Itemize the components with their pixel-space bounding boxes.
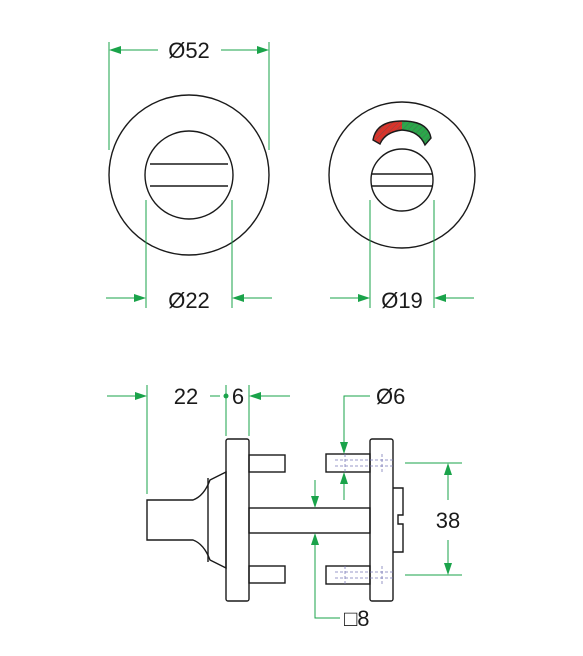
indicator-diameter-dimension: Ø19 (330, 200, 474, 313)
left-stud-top (248, 454, 286, 473)
depth-6-label: 6 (232, 384, 244, 409)
indicator-window (372, 120, 432, 147)
indicator-rosette-circle (328, 101, 476, 249)
square-spindle-dimension: □8 (311, 480, 370, 631)
screw-spacing-dimension: 38 (405, 462, 462, 576)
thumbturn-knob (146, 470, 227, 570)
depth-dimension: 22 6 (107, 384, 290, 494)
left-stud-bottom (248, 565, 286, 584)
screw-spacing-label: 38 (436, 508, 460, 533)
outer-diameter-dimension: Ø52 (108, 38, 270, 150)
screw-top (325, 453, 393, 473)
screw-diameter-label: Ø6 (376, 384, 405, 409)
indicator-tab (393, 487, 404, 553)
spindle-diameter-dimension: Ø22 (106, 200, 272, 313)
side-view (146, 438, 404, 602)
left-rosette-view (108, 94, 270, 256)
right-rosette-view (328, 101, 476, 249)
square-spindle (248, 507, 371, 534)
screw-bottom (325, 565, 393, 585)
square-spindle-label: □8 (344, 606, 370, 631)
spindle-diameter-label: Ø22 (168, 288, 210, 313)
depth-22-label: 22 (174, 384, 198, 409)
outer-diameter-label: Ø52 (168, 38, 210, 63)
right-rosette-plate (369, 438, 394, 602)
indicator-diameter-label: Ø19 (381, 288, 423, 313)
outer-rosette-circle (108, 94, 270, 256)
left-rosette-plate (225, 438, 250, 602)
indicator-inner-circle (370, 148, 434, 212)
screw-diameter-dimension: Ø6 (340, 384, 405, 500)
inner-spindle-circle (144, 130, 234, 220)
